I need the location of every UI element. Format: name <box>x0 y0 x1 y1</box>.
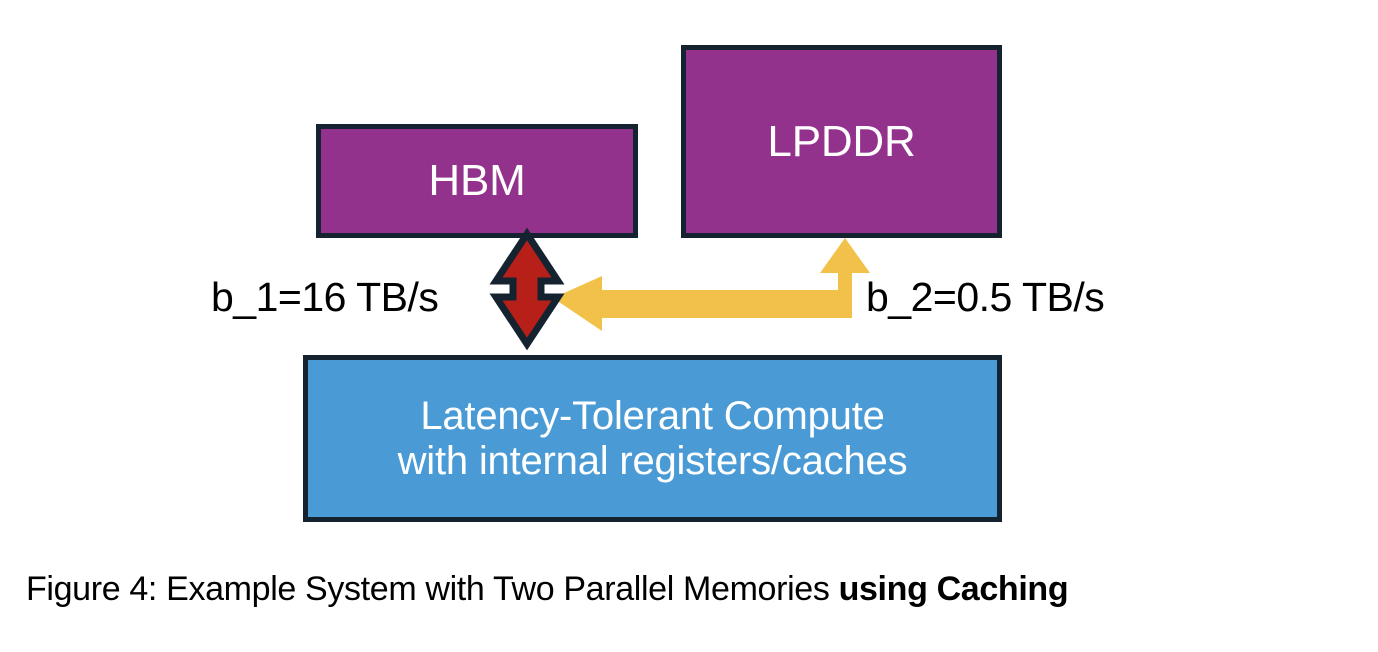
node-compute-label-line2: with internal registers/caches <box>397 438 908 483</box>
node-compute-label-line1: Latency-Tolerant Compute <box>420 393 885 438</box>
bandwidth-label-b1: b_1=16 TB/s <box>211 274 439 320</box>
node-hbm: HBM <box>316 124 638 238</box>
node-compute-label: Latency-Tolerant Compute with internal r… <box>398 394 908 484</box>
figure-caption-bold: using Caching <box>838 570 1069 608</box>
node-lpddr: LPDDR <box>681 45 1002 238</box>
bandwidth-label-b2: b_2=0.5 TB/s <box>866 274 1105 320</box>
arrow-hbm-compute-red <box>489 227 565 351</box>
node-lpddr-label: LPDDR <box>767 116 916 166</box>
figure-caption: Figure 4: Example System with Two Parall… <box>26 570 1356 609</box>
node-hbm-label: HBM <box>428 156 526 206</box>
arrow-lpddr-to-compute-yellow <box>553 238 870 331</box>
node-compute: Latency-Tolerant Compute with internal r… <box>303 355 1002 522</box>
figure-caption-normal: Figure 4: Example System with Two Parall… <box>26 570 839 608</box>
